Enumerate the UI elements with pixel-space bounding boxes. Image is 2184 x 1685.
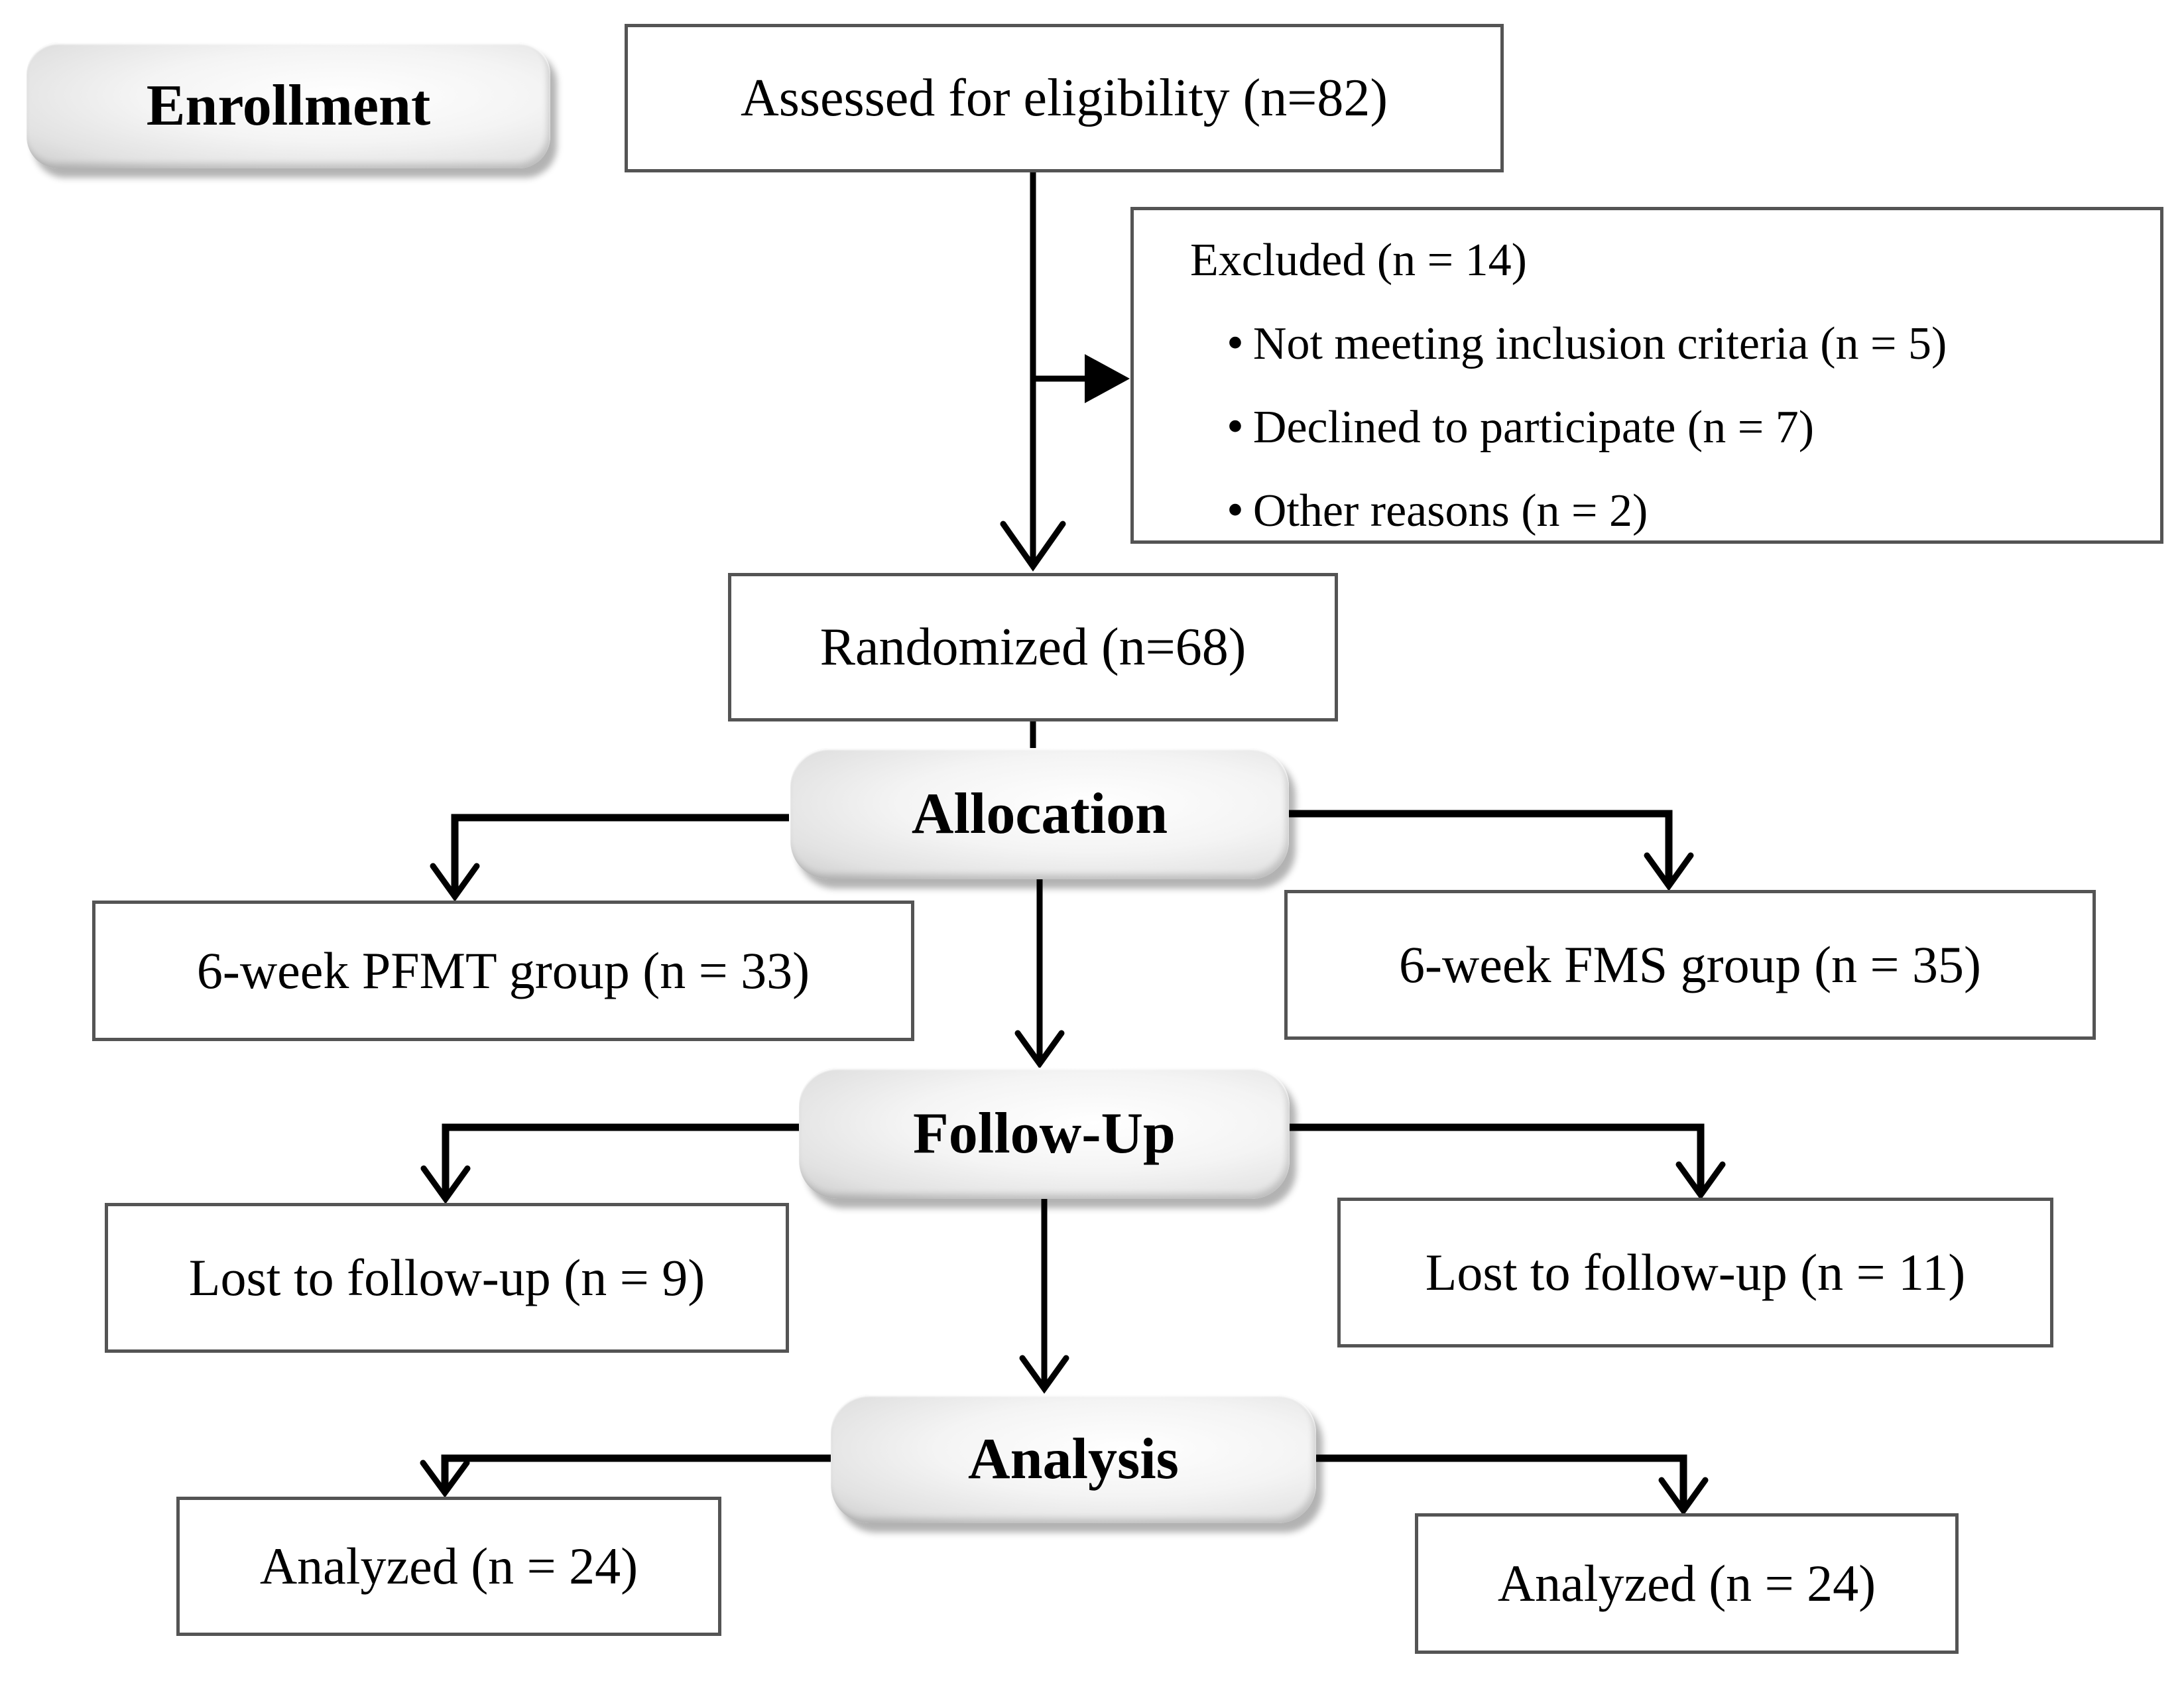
arrow-assessed-to-randomized-head [1000, 521, 1066, 572]
stage-badge-followup: Follow-Up [799, 1068, 1290, 1199]
assessed-for-eligibility-text: Assessed for eligibility (n=82) [740, 69, 1388, 127]
analyzed-left-text: Analyzed (n = 24) [259, 1537, 638, 1595]
stage-badge-followup-label: Follow-Up [913, 1101, 1176, 1166]
excluded-title: Excluded (n = 14) [1190, 235, 1527, 286]
bullet-icon: • [1227, 399, 1244, 454]
arrow-allocation-to-followup-head [1014, 1030, 1065, 1069]
excluded-reason-text: Other reasons (n = 2) [1252, 485, 1648, 536]
arrow-analysis-to-analyzed-right-line [1316, 1454, 1687, 1507]
excluded-box: Excluded (n = 14) • Not meeting inclusio… [1130, 207, 2163, 544]
lost-to-followup-right-text: Lost to follow-up (n = 11) [1425, 1243, 1966, 1302]
lost-to-followup-right-box: Lost to follow-up (n = 11) [1337, 1198, 2053, 1347]
arrow-followup-to-analysis-head [1019, 1355, 1069, 1394]
arrow-followup-to-lost-left-line [442, 1123, 799, 1195]
fms-group-text: 6-week FMS group (n = 35) [1398, 936, 1982, 994]
assessed-for-eligibility-box: Assessed for eligibility (n=82) [625, 24, 1504, 172]
randomized-box: Randomized (n=68) [728, 573, 1338, 721]
arrow-allocation-to-fms-line [1289, 810, 1673, 882]
fms-group-box: 6-week FMS group (n = 35) [1284, 890, 2096, 1040]
stage-badge-enrollment-label: Enrollment [146, 73, 431, 138]
excluded-reason-item: • Declined to participate (n = 7) [1227, 385, 2140, 469]
arrow-allocation-to-fms-head [1644, 852, 1694, 891]
arrow-to-excluded-head [1085, 354, 1130, 403]
stage-badge-allocation-label: Allocation [911, 781, 1168, 846]
arrow-analysis-to-analyzed-left-head [420, 1460, 470, 1498]
arrow-analysis-to-analyzed-right-head [1658, 1477, 1709, 1516]
analyzed-right-text: Analyzed (n = 24) [1497, 1554, 1876, 1613]
arrow-followup-to-lost-right-head [1675, 1161, 1726, 1200]
stage-badge-analysis-label: Analysis [968, 1426, 1179, 1491]
arrow-followup-to-lost-right-line [1290, 1123, 1705, 1191]
lost-to-followup-left-box: Lost to follow-up (n = 9) [105, 1203, 789, 1353]
stage-badge-analysis: Analysis [831, 1395, 1316, 1523]
stage-badge-enrollment: Enrollment [27, 42, 550, 168]
analyzed-left-box: Analyzed (n = 24) [176, 1497, 721, 1636]
stage-badge-allocation: Allocation [790, 748, 1289, 879]
excluded-reason-text: Declined to participate (n = 7) [1252, 402, 1815, 453]
pfmt-group-text: 6-week PFMT group (n = 33) [196, 942, 810, 1000]
analyzed-right-box: Analyzed (n = 24) [1415, 1513, 1959, 1654]
arrow-allocation-to-pfmt-line [451, 814, 789, 894]
excluded-reason-text: Not meeting inclusion criteria (n = 5) [1252, 318, 1947, 369]
arrow-followup-to-lost-left-head [420, 1165, 471, 1204]
lost-to-followup-left-text: Lost to follow-up (n = 9) [188, 1249, 705, 1307]
excluded-reason-item: • Other reasons (n = 2) [1227, 469, 2140, 552]
bullet-icon: • [1227, 483, 1244, 537]
excluded-reason-item: • Not meeting inclusion criteria (n = 5) [1227, 302, 2140, 385]
bullet-icon: • [1227, 316, 1244, 370]
arrow-analysis-to-analyzed-left-line [441, 1454, 831, 1488]
arrow-allocation-to-pfmt-head [430, 863, 480, 902]
pfmt-group-box: 6-week PFMT group (n = 33) [92, 901, 914, 1041]
randomized-text: Randomized (n=68) [819, 618, 1246, 676]
